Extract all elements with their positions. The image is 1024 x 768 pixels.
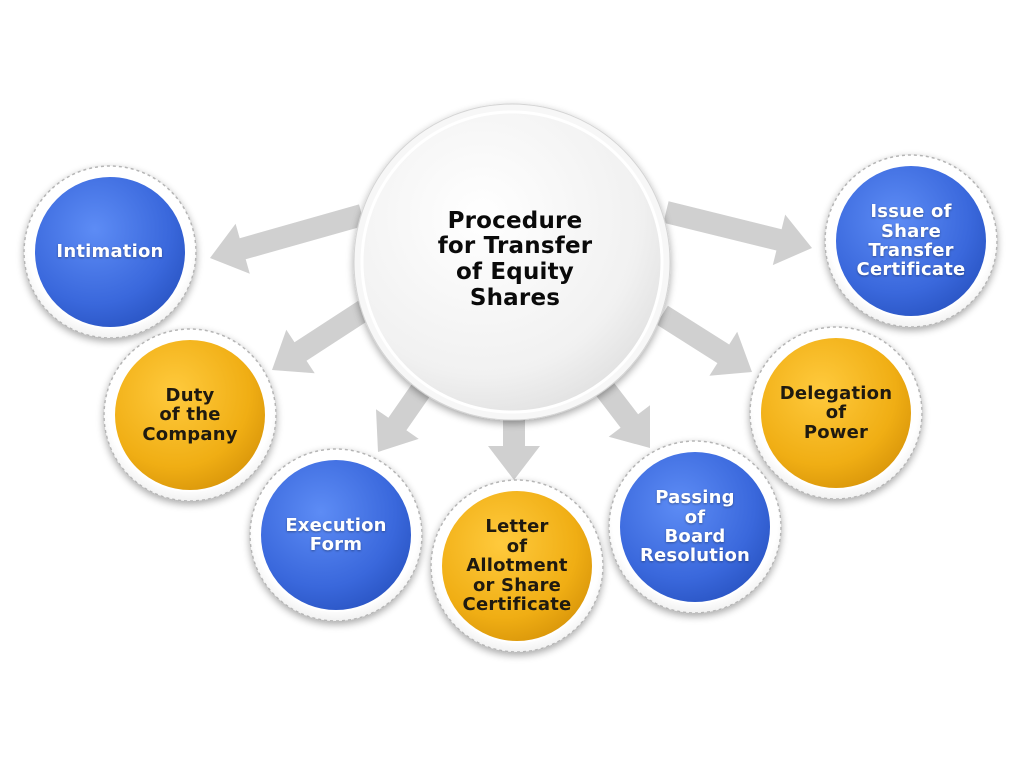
step-circle-3 — [259, 458, 413, 612]
step-label-6: Delegation of Power — [779, 382, 893, 443]
step-label-2: Duty of the Company — [142, 384, 238, 445]
arrow-3 — [376, 373, 437, 452]
step-node-5 — [608, 440, 782, 614]
arrow-5 — [589, 373, 650, 448]
step-node-7 — [824, 154, 998, 328]
arrow-2 — [272, 295, 378, 374]
arrow-7 — [663, 201, 812, 266]
step-label-7: Issue of Share Transfer Certificate — [856, 201, 966, 281]
arrow-4 — [488, 412, 540, 480]
step-node-1 — [23, 165, 197, 339]
diagram-title: Procedure for Transfer of Equity Shares — [437, 207, 593, 311]
step-circle-1 — [33, 175, 187, 329]
step-node-4 — [430, 479, 604, 653]
step-node-6 — [749, 326, 923, 500]
step-label-4: Letter of Allotment or Share Certificate — [462, 516, 572, 616]
step-circle-4 — [440, 489, 594, 643]
center-node — [353, 103, 671, 421]
step-circle-2 — [113, 338, 267, 492]
step-node-2 — [103, 328, 277, 502]
step-circle-7 — [834, 164, 988, 318]
arrow-6 — [656, 305, 752, 376]
arrow-1 — [210, 204, 365, 274]
step-label-3: Execution Form — [285, 514, 387, 555]
step-label-1: Intimation — [56, 241, 164, 263]
step-circle-6 — [759, 336, 913, 490]
center-circle — [360, 110, 664, 414]
step-label-5: Passing of Board Resolution — [639, 487, 751, 567]
step-circle-5 — [618, 450, 772, 604]
step-node-3 — [249, 448, 423, 622]
